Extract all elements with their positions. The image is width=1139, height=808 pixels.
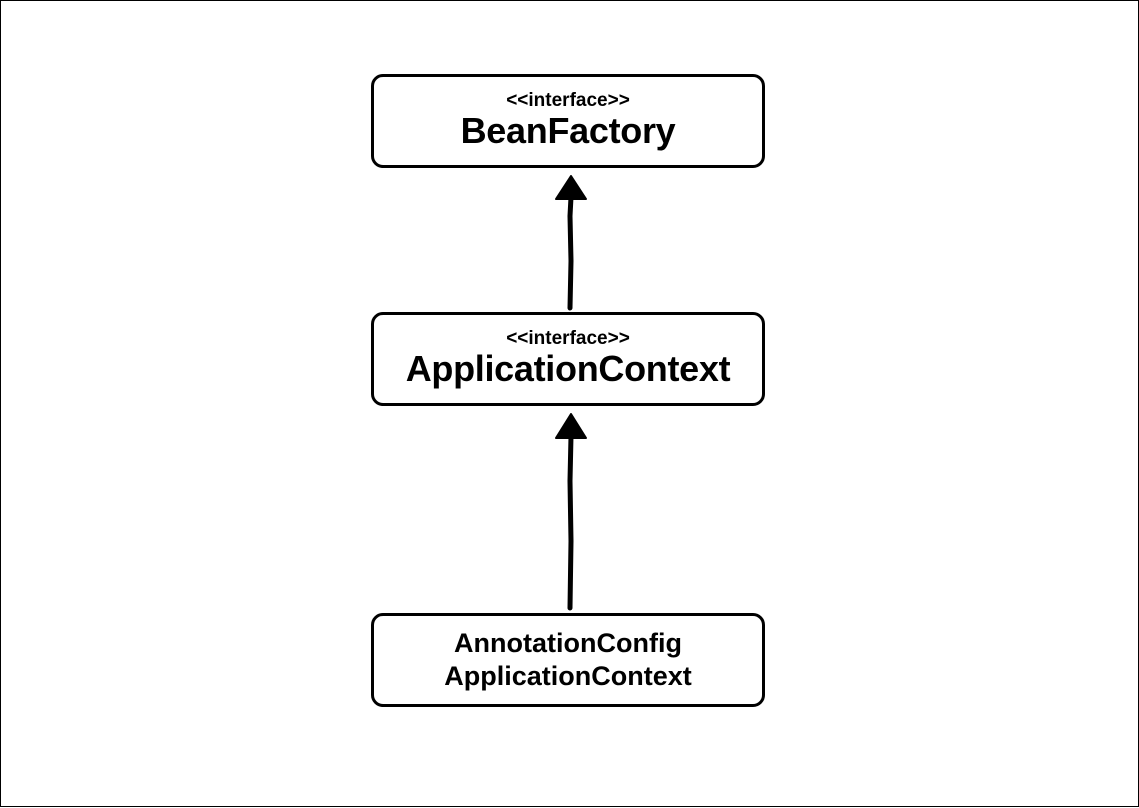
applicationcontext-stereotype: <<interface>> [506,328,630,349]
applicationcontext-name: ApplicationContext [405,348,731,389]
beanfactory-node: <<interface>> BeanFactory [371,74,765,168]
annotationconfig-name-line2: ApplicationContext [444,661,692,691]
beanfactory-stereotype: <<interface>> [506,90,630,111]
arrow-annotationconfig-to-applicationcontext [555,413,587,611]
applicationcontext-node: <<interface>> ApplicationContext [371,312,765,406]
annotationconfig-name-line1: AnnotationConfig [454,628,682,658]
annotationconfigapplicationcontext-node: AnnotationConfig ApplicationContext [371,613,765,707]
arrow-applicationcontext-to-beanfactory [555,175,587,311]
beanfactory-name: BeanFactory [460,110,676,151]
